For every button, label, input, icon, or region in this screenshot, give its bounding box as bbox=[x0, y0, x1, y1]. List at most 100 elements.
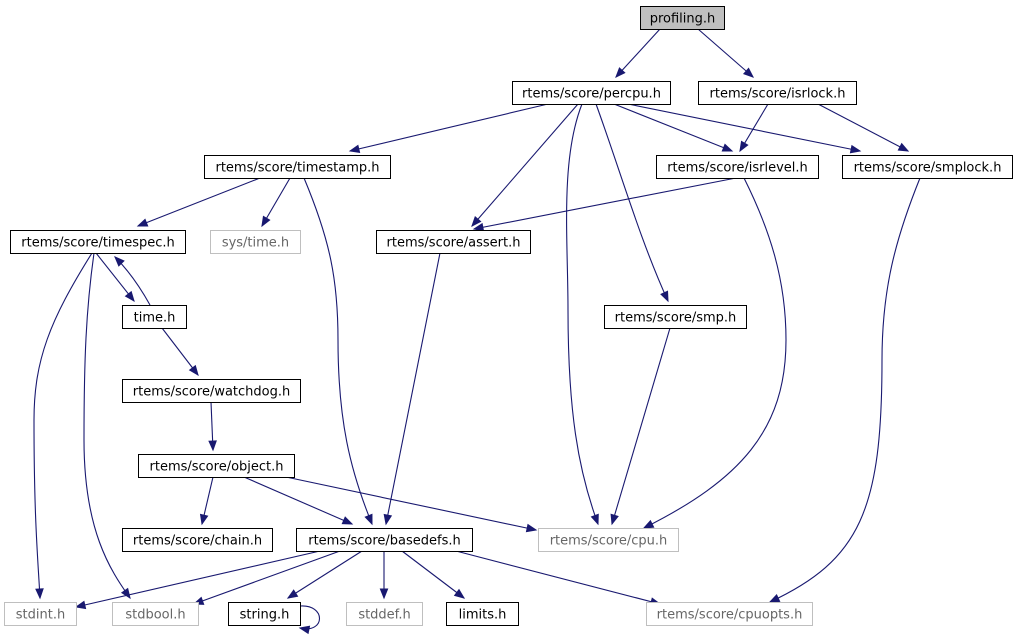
edge-line bbox=[95, 252, 135, 302]
node-label: rtems/score/isrlevel.h bbox=[667, 161, 808, 176]
edge-arrowhead bbox=[208, 440, 217, 452]
node-label: rtems/score/isrlock.h bbox=[710, 87, 846, 102]
edge-arrowhead bbox=[348, 144, 361, 154]
edge-percpu-to-smplock bbox=[627, 103, 862, 154]
edge-line bbox=[75, 550, 321, 608]
node-box bbox=[604, 305, 747, 329]
edge-watchdog-to-object bbox=[208, 401, 217, 452]
node-label: rtems/score/timespec.h bbox=[21, 236, 174, 251]
edge-line bbox=[349, 103, 549, 152]
edge-line bbox=[595, 103, 669, 302]
node-box bbox=[656, 155, 819, 179]
edge-line bbox=[385, 252, 441, 525]
node-box bbox=[138, 454, 295, 478]
edge-string-to-string bbox=[298, 605, 321, 635]
node-isrlevel[interactable]: rtems/score/isrlevel.h bbox=[656, 155, 819, 179]
node-label: string.h bbox=[240, 608, 290, 623]
edge-assert-to-basedefs bbox=[383, 252, 441, 526]
edge-profiling-to-isrlock bbox=[697, 28, 755, 78]
edge-line bbox=[643, 177, 787, 529]
edge-arrowhead bbox=[379, 588, 389, 600]
node-percpu[interactable]: rtems/score/percpu.h bbox=[512, 81, 671, 105]
edge-arrowhead bbox=[35, 588, 44, 600]
node-label: stdint.h bbox=[16, 608, 65, 623]
node-label: rtems/score/assert.h bbox=[387, 236, 521, 251]
edge-line bbox=[769, 177, 921, 603]
node-box bbox=[122, 379, 301, 403]
edge-arrowhead bbox=[610, 513, 619, 526]
edge-line bbox=[697, 28, 754, 78]
node-chain[interactable]: rtems/score/chain.h bbox=[122, 528, 273, 552]
edge-timespec-to-stdint bbox=[33, 252, 93, 600]
edge-percpu-to-assert bbox=[471, 103, 579, 228]
edge-arrowhead bbox=[364, 513, 373, 526]
edge-arrowhead bbox=[742, 67, 755, 78]
edge-timestamp-to-systime bbox=[261, 177, 291, 228]
node-timestamp[interactable]: rtems/score/timestamp.h bbox=[204, 155, 391, 179]
node-smplock[interactable]: rtems/score/smplock.h bbox=[842, 155, 1013, 179]
node-assert[interactable]: rtems/score/assert.h bbox=[376, 230, 531, 254]
node-label: stdbool.h bbox=[125, 608, 185, 623]
edge-arrowhead bbox=[124, 290, 135, 303]
node-stdint: stdint.h bbox=[4, 602, 77, 626]
edge-arrowhead bbox=[525, 523, 538, 533]
edge-basedefs-to-cpuopts bbox=[455, 550, 662, 606]
edge-time-to-watchdog bbox=[161, 327, 199, 377]
edge-smp-to-cpu bbox=[610, 327, 671, 526]
edge-arrowhead bbox=[188, 364, 199, 377]
node-object[interactable]: rtems/score/object.h bbox=[138, 454, 295, 478]
node-isrlock[interactable]: rtems/score/isrlock.h bbox=[698, 81, 857, 105]
edge-arrowhead bbox=[739, 140, 749, 153]
node-box bbox=[646, 602, 813, 626]
node-box bbox=[210, 230, 301, 254]
node-box bbox=[122, 305, 187, 329]
edge-arrowhead bbox=[341, 516, 354, 525]
node-box bbox=[698, 81, 857, 105]
edge-arrowhead bbox=[590, 513, 599, 526]
edge-line bbox=[287, 550, 363, 599]
node-label: rtems/score/cpuopts.h bbox=[657, 608, 803, 623]
node-profiling: profiling.h bbox=[640, 6, 725, 30]
edge-line bbox=[613, 103, 733, 152]
node-box bbox=[112, 602, 199, 626]
edges-layer bbox=[33, 28, 921, 635]
node-string[interactable]: string.h bbox=[228, 602, 301, 626]
edge-line bbox=[473, 177, 737, 230]
node-timespec[interactable]: rtems/score/timespec.h bbox=[10, 230, 186, 254]
edge-object-to-chain bbox=[199, 476, 214, 526]
node-box bbox=[376, 230, 531, 254]
node-box bbox=[512, 81, 671, 105]
edge-timestamp-to-timespec bbox=[136, 177, 261, 227]
node-label: rtems/score/percpu.h bbox=[522, 87, 661, 102]
node-box bbox=[346, 602, 423, 626]
node-label: rtems/score/chain.h bbox=[133, 534, 262, 549]
edge-arrowhead bbox=[383, 513, 393, 526]
edge-line bbox=[285, 476, 537, 531]
edge-basedefs-to-stdbool bbox=[192, 550, 341, 605]
edge-smplock-to-cpuopts bbox=[768, 177, 921, 603]
node-label: rtems/score/object.h bbox=[150, 460, 284, 475]
edge-arrowhead bbox=[642, 519, 655, 529]
edge-arrowhead bbox=[768, 594, 781, 603]
edge-line bbox=[817, 103, 909, 152]
edge-isrlevel-to-assert bbox=[472, 177, 737, 232]
edge-arrowhead bbox=[615, 67, 626, 78]
edge-line bbox=[193, 550, 341, 605]
edge-line bbox=[401, 550, 465, 599]
node-box bbox=[228, 602, 301, 626]
edge-arrowhead bbox=[660, 290, 669, 303]
edge-arrowhead bbox=[286, 589, 299, 599]
edge-line bbox=[615, 28, 661, 78]
node-smp[interactable]: rtems/score/smp.h bbox=[604, 305, 747, 329]
node-time[interactable]: time.h bbox=[122, 305, 187, 329]
node-box bbox=[640, 6, 725, 30]
edge-arrowhead bbox=[199, 513, 209, 526]
node-box bbox=[10, 230, 186, 254]
node-box bbox=[538, 528, 679, 552]
node-basedefs[interactable]: rtems/score/basedefs.h bbox=[296, 528, 473, 552]
node-box bbox=[296, 528, 473, 552]
node-limits[interactable]: limits.h bbox=[446, 602, 519, 626]
node-watchdog[interactable]: rtems/score/watchdog.h bbox=[122, 379, 301, 403]
edge-line bbox=[611, 327, 671, 525]
